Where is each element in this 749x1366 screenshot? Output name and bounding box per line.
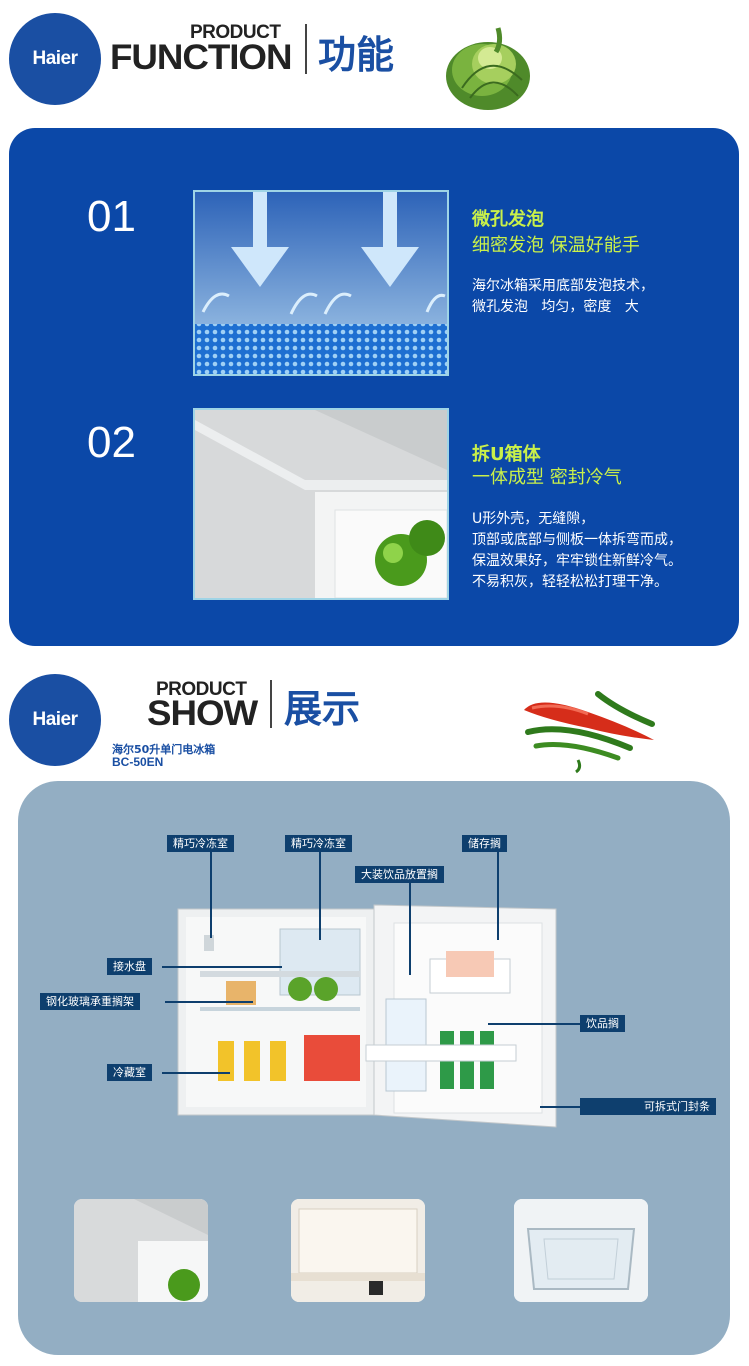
- feature-title: 微孔发泡: [472, 209, 544, 230]
- function-title-zh: 功能: [318, 33, 395, 77]
- feature-title: 拆U箱体: [472, 444, 541, 465]
- feature-description: U形外壳，无缝隙， 顶部或底部与侧板一体拆弯而成， 保温效果好，牢牢锁住新鲜冷气…: [472, 511, 682, 590]
- label-large-drink-shelf: 大装饮品放置搁: [355, 866, 444, 883]
- thumbnail-u-shell: [74, 1199, 208, 1302]
- thumbnail-fridge-foot: [291, 1199, 425, 1302]
- leader-line: [488, 1023, 580, 1025]
- label-freezer-left: 精巧冷冻室: [167, 835, 234, 852]
- u-shell-photo: [193, 408, 449, 600]
- product-word: PRODUCT: [190, 22, 281, 43]
- leader-line: [497, 852, 499, 940]
- show-title-en: SHOW: [147, 694, 258, 733]
- feature-number: 01: [87, 192, 136, 241]
- leader-line: [165, 1001, 253, 1003]
- leader-line: [162, 1072, 230, 1074]
- leader-line: [210, 852, 212, 938]
- label-drip-tray: 接水盘: [107, 958, 152, 975]
- product-word: PRODUCT: [156, 679, 247, 700]
- feature-description: 海尔冰箱采用底部发泡技术， 微孔发泡 均匀，密度 大: [472, 278, 654, 315]
- feature-subtitle: 细密发泡 保温好能手: [472, 235, 640, 256]
- cabbage-icon: [442, 18, 534, 113]
- label-glass-shelf: 钢化玻璃承重搁架: [40, 993, 140, 1010]
- label-storage-shelf: 储存搁: [462, 835, 507, 852]
- label-freezer-right: 精巧冷冻室: [285, 835, 352, 852]
- foam-illustration: [193, 190, 449, 376]
- leader-line: [162, 966, 282, 968]
- thumbnail-tray: [514, 1199, 648, 1302]
- label-drink-shelf: 饮品搁: [580, 1015, 625, 1032]
- label-fridge-room: 冷藏室: [107, 1064, 152, 1081]
- leader-line: [540, 1106, 580, 1108]
- function-title-en: FUNCTION: [110, 38, 293, 77]
- fridge-illustration: [176, 895, 566, 1131]
- label-door-seal: 可拆式门封条: [580, 1098, 716, 1115]
- show-title-zh: 展示: [284, 687, 361, 731]
- haier-logo: Haier: [9, 13, 101, 105]
- feature-number: 02: [87, 418, 136, 467]
- header-divider: [270, 680, 272, 728]
- haier-logo: Haier: [9, 674, 101, 766]
- leader-line: [409, 883, 411, 975]
- feature-subtitle: 一体成型 密封冷气: [472, 467, 622, 488]
- model-code: BC-50EN: [112, 755, 164, 769]
- chili-pepper-icon: [518, 688, 658, 774]
- model-name: 海尔50升单门电冰箱: [112, 743, 216, 756]
- header-divider: [305, 24, 307, 74]
- leader-line: [319, 852, 321, 940]
